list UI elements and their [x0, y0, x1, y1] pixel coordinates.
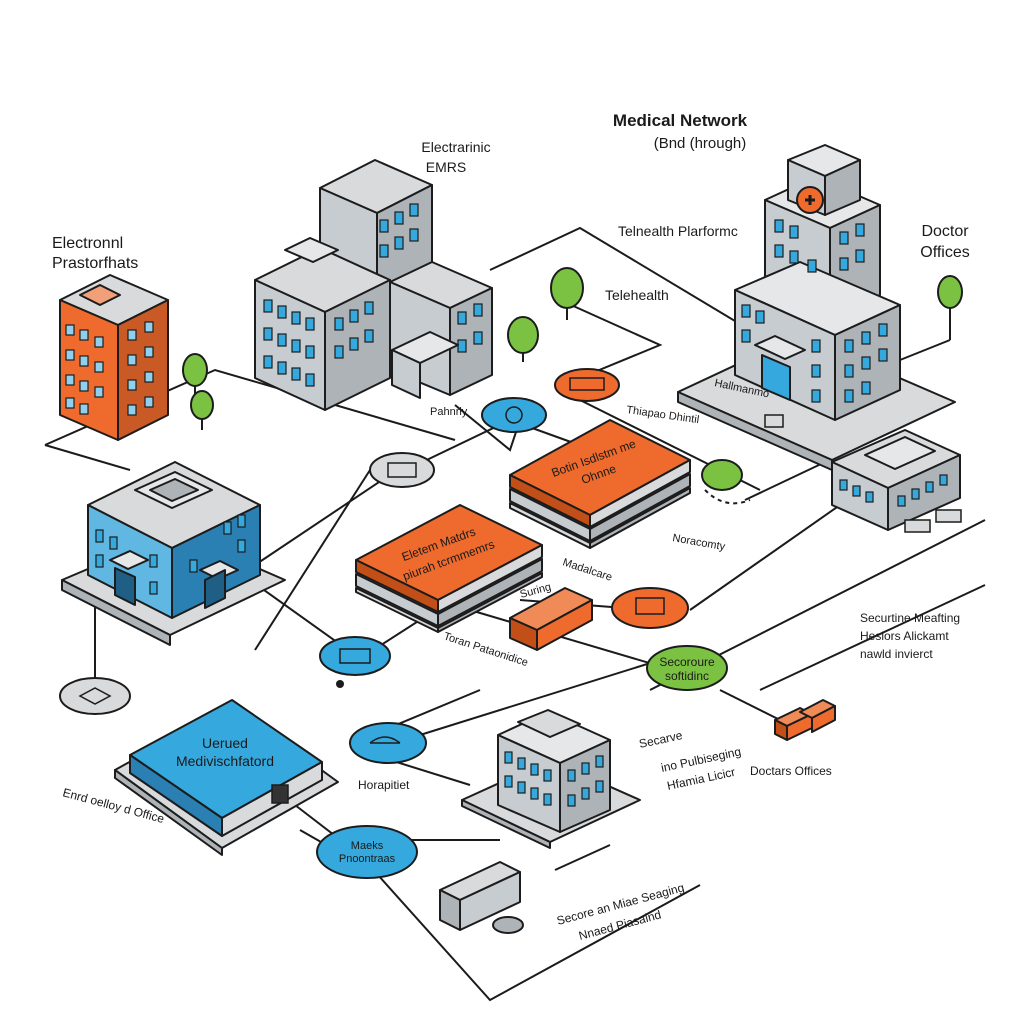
label-doctors-offices: Doctars Offices [750, 764, 832, 778]
laptop-icon [339, 648, 371, 664]
blue-municipal-building [61, 461, 286, 646]
network-nodes: Secoroure softidinc Maeks Pnoontraas [59, 368, 728, 879]
trees [182, 267, 963, 505]
server-box [439, 861, 524, 934]
blue-node-pahnrly [481, 397, 547, 433]
bush-icon [701, 459, 751, 505]
stethoscope-icon [369, 736, 401, 744]
united-medical-building: Uerued Medivischfatord [114, 699, 339, 856]
label-madalcare: Madalcare [561, 556, 614, 583]
label-secure-meeting-2: Heslors Alickamt [860, 629, 949, 643]
label-doctor-2: Offices [920, 244, 970, 261]
green-node-secure-software: Secoroure softidinc [646, 645, 728, 691]
label-secure-meeting-1: Securtine Meafting [860, 611, 960, 625]
monitor-icon [635, 597, 665, 615]
emr-office-complex [254, 159, 493, 411]
orange-apartment-building [59, 274, 169, 441]
platform-stack-b: Botin Isdlstm me Ohnne [509, 419, 691, 549]
diagram-title: Medical Network [613, 111, 748, 130]
label-emrs-1: Electrarinic [421, 139, 490, 155]
diagram-subtitle: (Bnd (hrough) [654, 135, 747, 152]
label-electronic-1: Electronnl [52, 235, 123, 252]
label-doctor-1: Doctor [921, 223, 969, 240]
small-orange-unit [509, 587, 593, 651]
bottom-office-building [461, 709, 641, 849]
label-secure-meeting-3: nawld invierct [860, 647, 933, 661]
label-pahnrly: Pahnrly [430, 406, 468, 418]
united-line2: Medivischfatord [176, 753, 274, 769]
label-secure-publishing-1: Secarve [638, 728, 684, 751]
label-emrs-2: EMRS [426, 159, 466, 175]
blue-hub-node: Maeks Pnoontraas [316, 825, 418, 879]
network-icon [505, 406, 523, 424]
label-horapitet: Horapitiet [358, 778, 410, 792]
gray-node-keyboard [369, 452, 435, 488]
tree-icon [182, 353, 208, 395]
connector-dot [336, 680, 344, 688]
blue-node-toran [319, 636, 391, 676]
gray-node-left [59, 677, 131, 715]
secure-software-line2: softidinc [665, 669, 709, 683]
keyboard-icon [387, 462, 417, 478]
tree-icon [190, 390, 214, 430]
label-telehealth: Telehealth [605, 287, 669, 303]
united-line1: Uerued [202, 735, 248, 751]
small-clinic-building [831, 429, 962, 533]
tree-icon [550, 267, 584, 320]
hospital-tower [677, 144, 956, 471]
label-telehealth-platform: Telnealth Plarformc [618, 223, 738, 239]
orange-node-madalcare [611, 587, 689, 629]
label-noracomty: Noracomty [671, 532, 726, 553]
label-electronic-2: Prastorfhats [52, 255, 138, 272]
hub-line2: Pnoontraas [339, 853, 396, 865]
blue-node-horapitet [349, 722, 427, 764]
tree-icon [507, 316, 539, 362]
device-icon [569, 377, 605, 391]
tree-icon [937, 275, 963, 318]
orange-node-telehealth [554, 368, 620, 402]
orange-devices [774, 699, 836, 741]
platform-stack-a: Eletem Matdrs piurah tcrmmemrs [355, 504, 543, 633]
hub-line1: Maeks [351, 840, 384, 852]
secure-software-line1: Secoroure [659, 655, 715, 669]
